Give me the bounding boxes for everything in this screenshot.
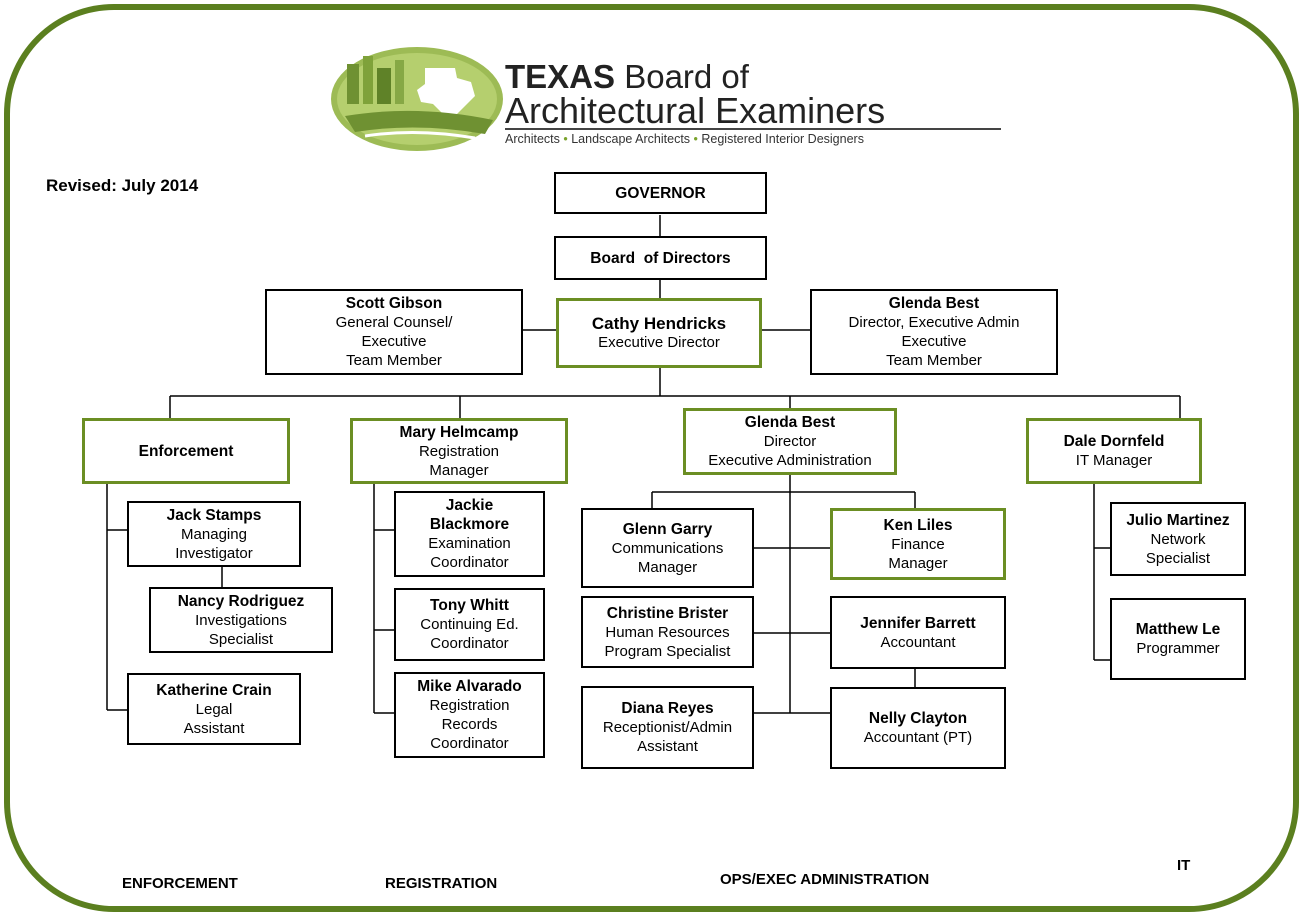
- person-title: Executive Director: [598, 334, 720, 351]
- person-name: Cathy Hendricks: [591, 314, 727, 333]
- department-name: Enforcement: [138, 442, 234, 460]
- person-title: Investigations Specialist: [195, 611, 287, 648]
- person-title: Accountant (PT): [863, 729, 973, 746]
- person-name: Matthew Le: [1135, 621, 1221, 638]
- katherine-crain-box: Katherine Crain Legal Assistant: [127, 673, 301, 745]
- scott-gibson-box: Scott Gibson General Counsel/ Executive …: [265, 289, 523, 375]
- jack-stamps-box: Jack Stamps Managing Investigator: [127, 501, 301, 567]
- glenn-garry-box: Glenn Garry Communications Manager: [581, 508, 754, 588]
- person-name: Glenda Best: [744, 414, 836, 431]
- governor-box: GOVERNOR: [554, 172, 767, 214]
- footer-ops-exec: OPS/EXEC ADMINISTRATION: [720, 871, 930, 888]
- nelly-clayton-box: Nelly Clayton Accountant (PT): [830, 687, 1006, 769]
- logo-emblem-icon: [331, 47, 503, 151]
- jackie-blackmore-box: Jackie Blackmore Examination Coordinator: [394, 491, 545, 577]
- rounded-frame: [4, 4, 1299, 912]
- person-name: Nancy Rodriguez: [177, 592, 305, 610]
- footer-it: IT: [1177, 857, 1191, 874]
- logo-divider: [505, 128, 1001, 130]
- person-name: Katherine Crain: [156, 681, 272, 699]
- nancy-rodriguez-box: Nancy Rodriguez Investigations Specialis…: [149, 587, 333, 653]
- person-name: Glenda Best: [888, 295, 980, 312]
- board-label: Board of Directors: [590, 249, 731, 267]
- person-title: Director Executive Administration: [708, 433, 872, 469]
- mary-helmcamp-box: Mary Helmcamp Registration Manager: [350, 418, 568, 484]
- person-title: IT Manager: [1075, 452, 1153, 469]
- enforcement-box: Enforcement: [82, 418, 290, 484]
- governor-label: GOVERNOR: [615, 184, 706, 202]
- person-title: Managing Investigator: [175, 525, 253, 562]
- person-name: Julio Martinez: [1126, 511, 1230, 529]
- logo-subtitle: Architectural Examiners: [505, 90, 886, 131]
- footer-registration: REGISTRATION: [385, 875, 498, 892]
- person-title: Finance Manager: [888, 535, 948, 572]
- board-of-directors-box: Board of Directors: [554, 236, 767, 280]
- person-title: Accountant: [880, 633, 956, 651]
- person-title: Examination Coordinator: [428, 535, 511, 571]
- person-title: General Counsel/ Executive Team Member: [335, 314, 453, 369]
- person-name: Scott Gibson: [345, 295, 443, 312]
- revised-date: Revised: July 2014: [46, 176, 199, 195]
- matthew-le-box: Matthew Le Programmer: [1110, 598, 1246, 680]
- person-title: Director, Executive Admin Executive Team…: [848, 314, 1020, 369]
- person-name: Ken Liles: [883, 516, 953, 534]
- person-title: Registration Records Coordinator: [429, 697, 510, 752]
- person-name: Dale Dornfeld: [1063, 433, 1165, 450]
- person-title: Receptionist/Admin Assistant: [602, 719, 733, 755]
- dale-dornfeld-box: Dale Dornfeld IT Manager: [1026, 418, 1202, 484]
- person-title: Continuing Ed. Coordinator: [420, 616, 519, 652]
- person-title: Network Specialist: [1145, 530, 1211, 567]
- person-title: Legal Assistant: [183, 700, 245, 737]
- jennifer-barrett-box: Jennifer Barrett Accountant: [830, 596, 1006, 669]
- person-title: Communications Manager: [611, 539, 724, 576]
- person-name: Jennifer Barrett: [860, 614, 976, 632]
- diana-reyes-box: Diana Reyes Receptionist/Admin Assistant: [581, 686, 754, 769]
- person-name: Glenn Garry: [622, 520, 713, 538]
- person-name: Christine Brister: [606, 604, 729, 622]
- cathy-hendricks-box: Cathy Hendricks Executive Director: [556, 298, 762, 368]
- tbae-logo: TEXAS Board of Architectural Examiners A…: [325, 44, 1015, 154]
- person-name: Mary Helmcamp: [399, 423, 519, 441]
- logo-title: TEXAS Board of: [505, 58, 749, 95]
- logo-tagline: Architects • Landscape Architects • Regi…: [505, 132, 864, 146]
- person-name: Mike Alvarado: [417, 678, 522, 695]
- mike-alvarado-box: Mike Alvarado Registration Records Coord…: [394, 672, 545, 758]
- tony-whitt-box: Tony Whitt Continuing Ed. Coordinator: [394, 588, 545, 661]
- person-name: Jackie Blackmore: [429, 497, 510, 533]
- person-title: Registration Manager: [418, 442, 500, 479]
- person-name: Nelly Clayton: [868, 710, 968, 727]
- ken-liles-box: Ken Liles Finance Manager: [830, 508, 1006, 580]
- person-name: Diana Reyes: [621, 700, 714, 717]
- glenda-best-mid-box: Glenda Best Director Executive Administr…: [683, 408, 897, 475]
- person-title: Human Resources Program Specialist: [604, 623, 731, 660]
- christine-brister-box: Christine Brister Human Resources Progra…: [581, 596, 754, 668]
- glenda-best-top-box: Glenda Best Director, Executive Admin Ex…: [810, 289, 1058, 375]
- person-title: Programmer: [1136, 640, 1220, 657]
- footer-enforcement: ENFORCEMENT: [122, 875, 238, 892]
- person-name: Tony Whitt: [430, 597, 509, 614]
- person-name: Jack Stamps: [166, 506, 262, 524]
- julio-martinez-box: Julio Martinez Network Specialist: [1110, 502, 1246, 576]
